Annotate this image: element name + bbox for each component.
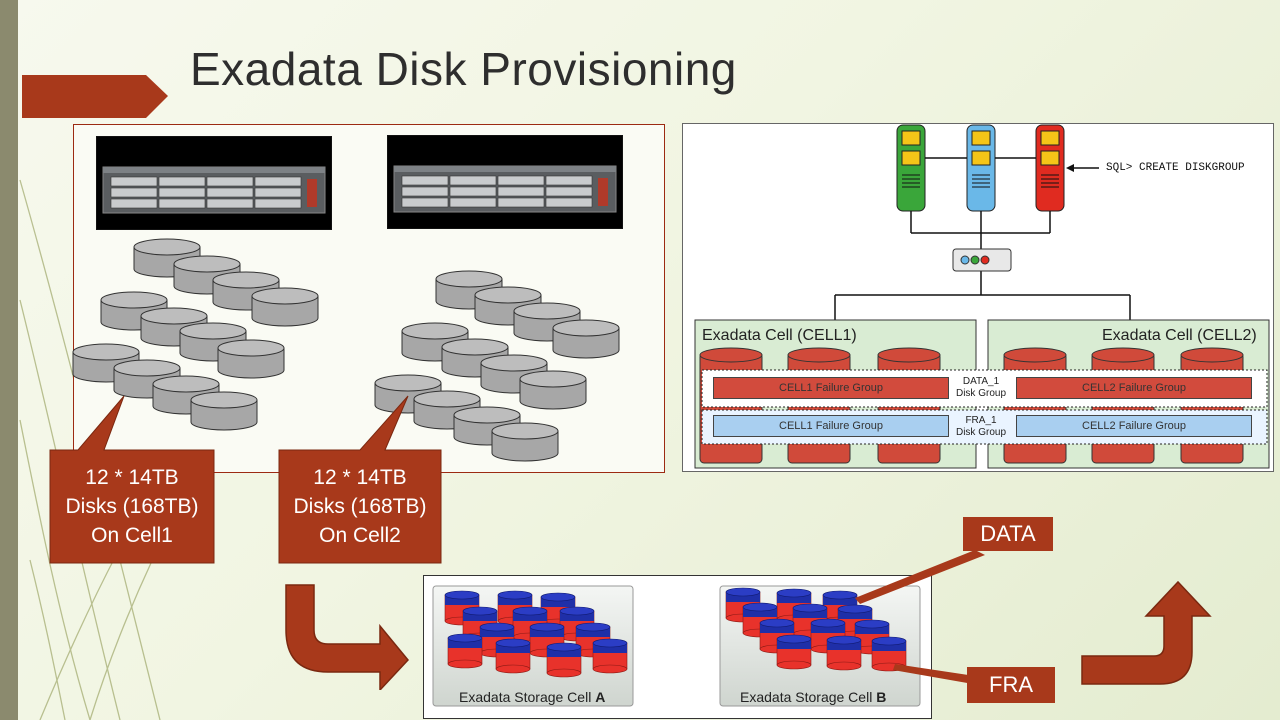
diskgroup-caption: Disk Group <box>955 388 1006 399</box>
database-node-icon <box>966 124 996 212</box>
server-chassis-icon <box>387 135 623 229</box>
fra-tag: FRA <box>967 667 1055 703</box>
callout-cell1: 12 * 14TB Disks (168TB) On Cell1 <box>50 463 214 550</box>
cell1-fra-failure-group: CELL1 Failure Group <box>713 415 949 437</box>
data-tag: DATA <box>963 517 1053 551</box>
diskgroup-name: DATA_1 <box>962 376 1000 387</box>
database-node-icon <box>896 124 926 212</box>
curved-arrow-icon <box>1081 580 1212 685</box>
title-marker <box>22 75 168 118</box>
fra-diskgroup-label: FRA_1 Disk Group <box>952 415 1010 439</box>
caption-letter: A <box>595 689 606 705</box>
database-node-icon <box>1035 124 1065 212</box>
cell1-title: Exadata Cell (CELL1) <box>702 327 857 344</box>
callout-line: On Cell2 <box>319 524 401 547</box>
caption-text: Exadata Storage Cell <box>459 689 596 705</box>
curved-arrow-icon <box>285 584 409 690</box>
server-chassis-icon <box>96 136 332 230</box>
cell2-fra-failure-group: CELL2 Failure Group <box>1016 415 1252 437</box>
caption-text: Exadata Storage Cell <box>740 689 877 705</box>
slide-title: Exadata Disk Provisioning <box>190 43 737 95</box>
callout-line: Disks (168TB) <box>65 495 199 518</box>
callout-shapes <box>49 395 442 564</box>
callout-line: On Cell1 <box>91 524 173 547</box>
cell2-title: Exadata Cell (CELL2) <box>1102 327 1257 344</box>
network-switch-icon <box>952 248 1012 272</box>
storage-cell-a-caption: Exadata Storage Cell A <box>459 689 605 705</box>
storage-cell-b-caption: Exadata Storage Cell B <box>740 689 886 705</box>
left-accent-bar <box>0 0 18 720</box>
cell2-data-failure-group: CELL2 Failure Group <box>1016 377 1252 399</box>
diskgroup-caption: Disk Group <box>955 427 1006 438</box>
sql-command-label: SQL> CREATE DISKGROUP <box>1106 162 1245 174</box>
callout-cell2: 12 * 14TB Disks (168TB) On Cell2 <box>279 463 441 550</box>
cell1-data-failure-group: CELL1 Failure Group <box>713 377 949 399</box>
caption-letter: B <box>876 689 887 705</box>
diskgroup-name: FRA_1 <box>965 415 997 426</box>
callout-line: 12 * 14TB <box>85 466 179 489</box>
data-diskgroup-label: DATA_1 Disk Group <box>952 376 1010 400</box>
storage-cells-graphics <box>432 585 921 707</box>
callout-line: 12 * 14TB <box>313 466 407 489</box>
callout-line: Disks (168TB) <box>293 495 427 518</box>
